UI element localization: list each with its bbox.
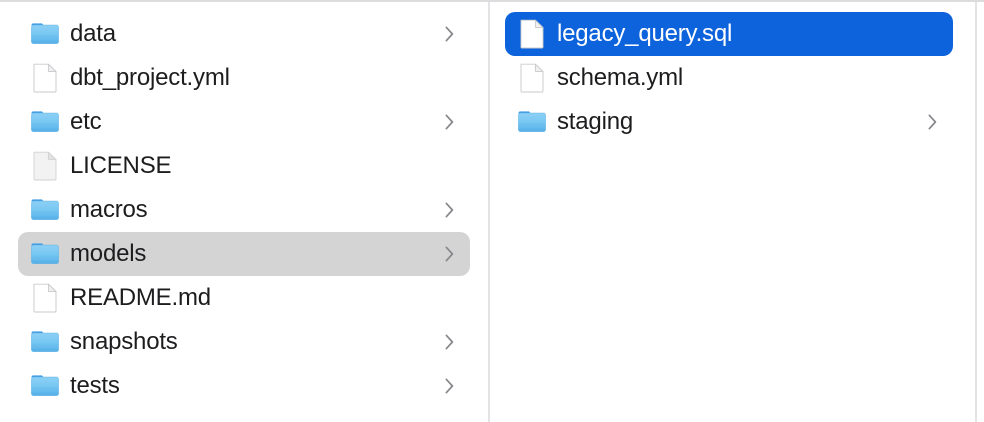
- item-label: snapshots: [70, 328, 178, 355]
- item-label: data: [70, 20, 116, 47]
- folder-icon: [30, 195, 60, 225]
- folder-row[interactable]: models: [18, 232, 470, 276]
- document-icon: [517, 63, 547, 93]
- chevron-right-icon: [442, 375, 456, 397]
- chevron-right-icon: [442, 23, 456, 45]
- chevron-right-icon: [442, 111, 456, 133]
- folder-icon: [30, 19, 60, 49]
- item-label: tests: [70, 372, 120, 399]
- folder-icon: [30, 327, 60, 357]
- document-icon: [30, 283, 60, 313]
- plain-document-icon: [30, 151, 60, 181]
- item-label: etc: [70, 108, 102, 135]
- finder-column-models[interactable]: legacy_query.sql schema.yml staging: [490, 2, 977, 422]
- document-icon: [30, 63, 60, 93]
- item-label: dbt_project.yml: [70, 64, 230, 91]
- file-row[interactable]: schema.yml: [505, 56, 953, 100]
- item-label: schema.yml: [557, 64, 684, 91]
- chevron-right-icon: [442, 331, 456, 353]
- item-label: models: [70, 240, 147, 267]
- file-row[interactable]: README.md: [18, 276, 470, 320]
- chevron-right-icon: [442, 199, 456, 221]
- file-row[interactable]: LICENSE: [18, 144, 470, 188]
- folder-icon: [30, 371, 60, 401]
- finder-column-project[interactable]: data dbt_project.yml etc: [0, 2, 490, 422]
- folder-row[interactable]: snapshots: [18, 320, 470, 364]
- item-label: README.md: [70, 284, 211, 311]
- file-row[interactable]: dbt_project.yml: [18, 56, 470, 100]
- folder-row[interactable]: staging: [505, 100, 953, 144]
- folder-icon: [30, 239, 60, 269]
- folder-row[interactable]: tests: [18, 364, 470, 408]
- folder-row[interactable]: data: [18, 12, 470, 56]
- chevron-right-icon: [442, 243, 456, 265]
- file-row[interactable]: legacy_query.sql: [505, 12, 953, 56]
- folder-row[interactable]: etc: [18, 100, 470, 144]
- item-label: legacy_query.sql: [557, 20, 733, 47]
- folder-icon: [517, 107, 547, 137]
- item-label: macros: [70, 196, 148, 223]
- item-label: LICENSE: [70, 152, 172, 179]
- item-label: staging: [557, 108, 633, 135]
- folder-icon: [30, 107, 60, 137]
- folder-row[interactable]: macros: [18, 188, 470, 232]
- document-icon: [517, 19, 547, 49]
- chevron-right-icon: [925, 111, 939, 133]
